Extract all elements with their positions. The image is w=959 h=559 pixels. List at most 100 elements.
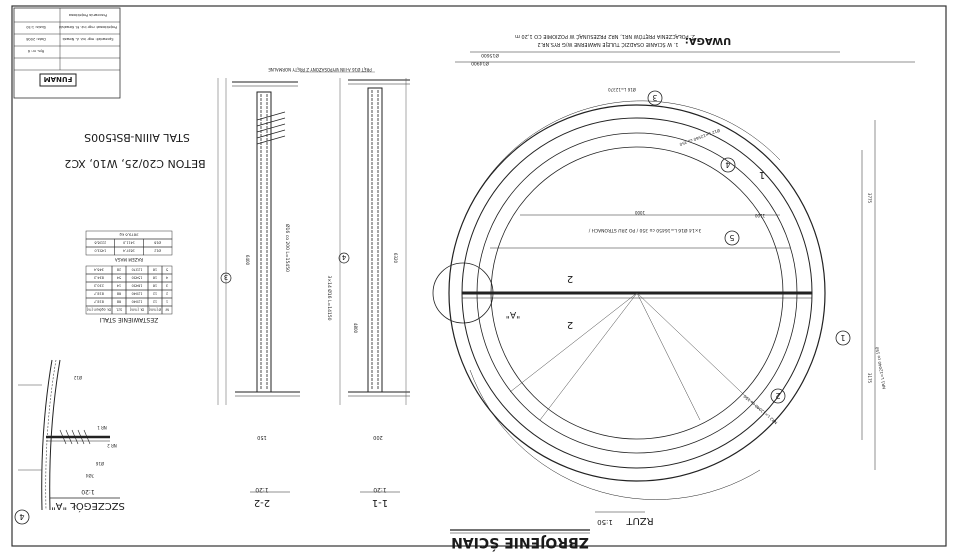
section-1-1: PRĘT Ø16 A-IIIN WYPOSAŻONY Z PRĘTY NORMA… xyxy=(268,67,410,508)
title-row: Sprawdził: mgr inż. A. Nowak xyxy=(62,37,114,41)
bar-marker-3 xyxy=(220,272,232,284)
plan-bar-label: 3 xyxy=(652,93,657,102)
plan-view: "A" 2 2 1 1 2 5 4 3 NR1 L=12040 co 150 N… xyxy=(432,51,915,526)
table-text: Ø [mm] xyxy=(149,308,161,313)
table-text: Ø16 xyxy=(154,241,161,246)
section-2-2: 6400 150 3 Ø16 co 200 L=15450 2-2 1:20 xyxy=(217,78,300,508)
steel-spec: STAL AIIIN-BSt500S xyxy=(84,131,190,144)
detail-a-ref: "A" xyxy=(506,309,520,319)
table-text: 4 xyxy=(166,276,168,280)
detail-callout: NR 2 xyxy=(107,443,117,448)
table-text: 834,3 xyxy=(94,276,104,280)
section-mark: 2 xyxy=(567,319,573,330)
title-row: Pracownia Projektowa xyxy=(69,13,107,17)
table-text: 16 xyxy=(153,276,157,280)
table-cell xyxy=(85,265,113,275)
detail-label: SZCZEGÓŁ "A" xyxy=(51,500,125,513)
company-name: FUNAM xyxy=(44,75,73,83)
table-text: Szt. xyxy=(116,308,122,312)
company-logo xyxy=(39,73,77,87)
table-text: 2 xyxy=(166,292,168,296)
table-text: 15450 xyxy=(132,276,143,280)
bar-markers: 1 2 5 4 3 xyxy=(647,90,851,404)
detail-callout: 7Ø4 xyxy=(85,473,94,478)
plan-dim: Ø14900 xyxy=(471,60,489,67)
table-text: Ø12 xyxy=(154,249,161,254)
table-text: 16 xyxy=(153,268,157,272)
bar-text: 3×14 Ø16 L=14150 xyxy=(326,275,333,320)
table-text: Dł. ogółem [m] xyxy=(87,308,111,312)
plan-bar-label: 5 xyxy=(729,233,734,242)
table-text: 68 xyxy=(117,300,121,304)
detail-marker-label: 4 xyxy=(19,512,24,521)
table-text: 818,7 xyxy=(94,300,104,304)
plan-dim: Ø15600 xyxy=(481,52,499,59)
table-text: 1 xyxy=(166,300,168,304)
plan-bar-label: 1 xyxy=(840,333,845,342)
title-row: Skala: 1:50 xyxy=(26,25,46,29)
detail-marker xyxy=(14,509,30,525)
section-callout: PRĘT Ø16 A-IIIN WYPOSAŻONY Z PRĘTY NORMA… xyxy=(268,67,372,72)
table-text: 230,3 xyxy=(94,284,104,288)
table-text: 3679,6 kg xyxy=(119,233,139,238)
bar-marker-label: 3 xyxy=(224,273,228,281)
sheet-title: ZBROJENIE ŚCIAN xyxy=(451,534,589,552)
table-text: ZESTAWIENIE STALI xyxy=(100,316,159,323)
bar-marker-4 xyxy=(338,252,350,264)
table-text: 1637,4 xyxy=(123,249,135,253)
table-text: 1411,0 xyxy=(123,241,135,245)
table-text: 5 xyxy=(166,268,168,272)
table-text: 54 xyxy=(117,276,121,280)
section-2-label: 2-2 xyxy=(254,497,270,508)
section-dim: 6400 xyxy=(245,255,250,266)
plan-dim: 3775 xyxy=(867,193,872,204)
title-row: Rys. nr: 6 xyxy=(28,49,44,53)
table-text: 12040 xyxy=(132,292,143,296)
section-dim: 6320 xyxy=(393,253,398,264)
sheet-border xyxy=(11,5,947,547)
section-dim: 150 xyxy=(257,434,267,440)
section-dim: 200 xyxy=(373,434,383,440)
detail-scale: 1:20 xyxy=(81,488,95,495)
title-block: FUNAM Pracownia Projektowa Projektował: … xyxy=(13,7,121,99)
table-text: RAZEM MASA xyxy=(115,257,143,262)
note-line: 1. W ŚCIANIE OSADZIĆ TULEJE NAWIERNE W/G… xyxy=(537,41,678,48)
detail-callout: Ø16 xyxy=(95,461,104,466)
table-text: 28 xyxy=(117,268,121,272)
plan-dim: 1000 xyxy=(634,210,645,215)
plan-bar-label: 2 xyxy=(775,391,780,400)
bar-marker-label: 4 xyxy=(341,253,346,261)
table-text: 14 xyxy=(117,284,121,288)
notes: UWAGA: 1. W ŚCIANIE OSADZIĆ TULEJE NAWIE… xyxy=(515,33,731,48)
note-line: 2. POŁĄCZENIA PRĘTÓW NR1, NR2 PRZESUNĄĆ … xyxy=(515,33,695,40)
table-text: 1453,0 xyxy=(94,249,106,253)
plan-label: RZUT xyxy=(625,515,653,526)
table-text: 12040 xyxy=(132,300,143,304)
note-heading: UWAGA: xyxy=(685,35,732,46)
table-cell xyxy=(85,230,173,240)
bar-callout: NR1 L=12040 co 150 xyxy=(874,346,886,389)
bar-text: Ø16 co 200 L=15450 xyxy=(284,224,291,272)
plan-dim: 3175 xyxy=(867,373,872,384)
table-text: 16 xyxy=(153,284,157,288)
bar-callout: Ø16 L=12370 xyxy=(608,87,636,92)
concrete-spec: BETON C20/25, W10, XC2 xyxy=(64,157,205,170)
section-dim: 4800 xyxy=(353,323,358,334)
bar-callout: 3×14 Ø16 L=16450 co 350 / PO 2RU STRONAC… xyxy=(588,227,701,234)
table-text: 16450 xyxy=(132,284,143,288)
detail-callout: NR 1 xyxy=(97,425,107,430)
steel-schedule-table: ZESTAWIENIE STALI NrØ [mm] Dł. [mm] Szt. Dł.… xyxy=(85,230,173,323)
table-text: 68 xyxy=(117,292,121,296)
section-2-scale: 1:20 xyxy=(255,486,269,493)
table-text: 2226,6 xyxy=(94,241,106,245)
bar-callout: Ø12 L=12560 co 350 xyxy=(679,128,721,147)
table-text: 12 xyxy=(153,292,157,296)
section-1-scale: 1:20 xyxy=(373,486,387,493)
table-text: Dł. [mm] xyxy=(130,308,144,312)
detail-a: NR 1 NR 2 Ø12 Ø16 7Ø4 SZCZEGÓŁ "A" 1:20 … xyxy=(14,359,125,525)
table-text: Nr xyxy=(164,308,168,312)
table-text: 12370 xyxy=(132,268,143,272)
plan-dim: 1100 xyxy=(754,213,765,218)
detail-a-callout-circle xyxy=(432,262,494,324)
